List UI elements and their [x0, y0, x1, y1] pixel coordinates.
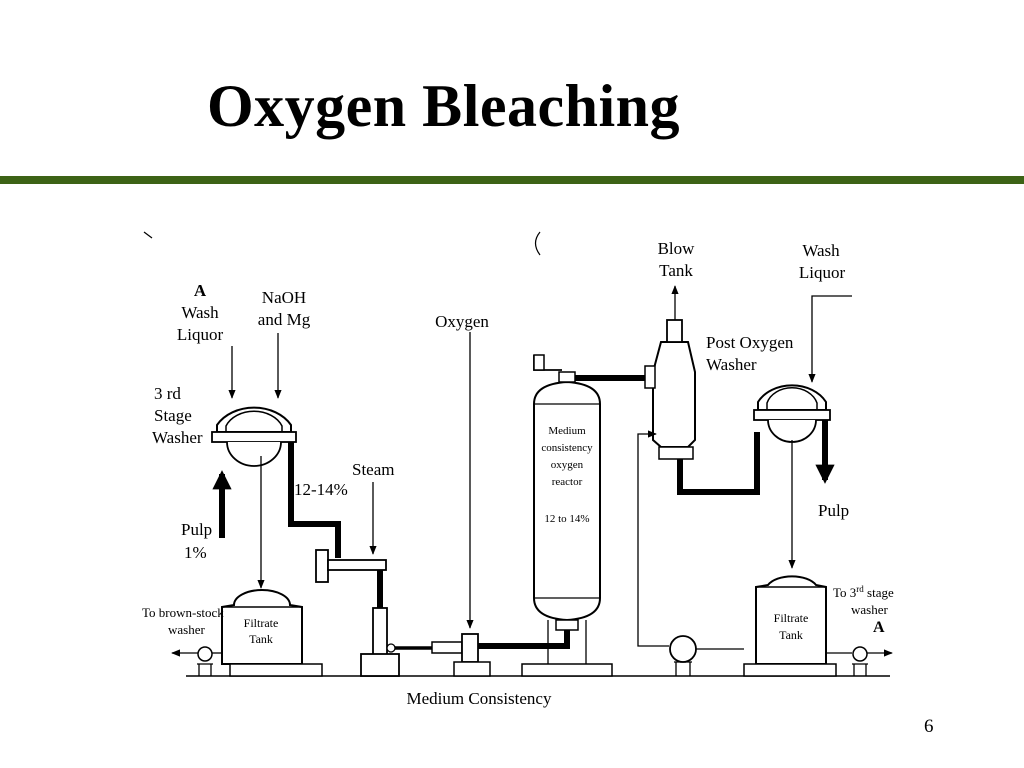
thick-pulp-line-to-reactor	[478, 630, 570, 649]
label-pulp-1pct: Pulp	[181, 520, 212, 539]
label-post-oxygen-washer: Washer	[706, 355, 757, 374]
label-filtrate-tank-right: Filtrate	[774, 611, 809, 625]
steam-mixer	[315, 549, 400, 677]
label-to-third-stage-washer: To 3rd stage	[833, 584, 894, 600]
label-wash-liquor-left: Liquor	[177, 325, 224, 344]
blow-tank	[644, 319, 696, 460]
arrow-wash-liquor-right	[808, 295, 852, 383]
label-marker-a-left: A	[194, 281, 207, 300]
label-third-stage-washer: Washer	[152, 428, 203, 447]
label-third-stage-washer: 3 rd	[154, 384, 181, 403]
label-reactor: oxygen	[551, 459, 584, 471]
label-naoh-mg: NaOH	[262, 288, 306, 307]
scan-mark	[534, 231, 541, 256]
third-stage-washer	[211, 406, 297, 467]
pipe-coupling	[431, 641, 463, 654]
label-consistency-12-14: 12-14%	[294, 480, 348, 499]
label-reactor: Medium	[548, 425, 586, 437]
oxygen-mixer	[453, 633, 491, 677]
label-pulp-out: Pulp	[818, 501, 849, 520]
scan-mark	[143, 231, 153, 239]
label-filtrate-tank-left: Filtrate	[244, 616, 279, 630]
label-medium-consistency: Medium Consistency	[407, 689, 552, 708]
label-third-stage-washer: Stage	[154, 406, 192, 425]
dilution-return-line	[637, 430, 669, 647]
label-wash-liquor-left: Wash	[181, 303, 219, 322]
label-pulp-1pct: 1%	[184, 543, 207, 562]
title-divider	[0, 176, 1024, 184]
label-reactor: consistency	[541, 442, 593, 454]
filtrate-tank-left	[221, 589, 323, 677]
label-post-oxygen-washer: Post Oxygen	[706, 333, 794, 352]
label-wash-liquor-right: Wash	[802, 241, 840, 260]
label-filtrate-tank-left: Tank	[249, 632, 273, 646]
label-filtrate-tank-right: Tank	[779, 628, 803, 642]
left-pump	[171, 646, 222, 676]
label-to-brown-stock-washer: washer	[168, 622, 205, 637]
label-blow-tank: Tank	[659, 261, 693, 280]
post-oxygen-washer	[753, 384, 831, 443]
right-pump	[826, 646, 893, 676]
label-oxygen: Oxygen	[435, 312, 489, 331]
thick-line-blow-tank-to-post-washer	[677, 432, 760, 495]
page-number: 6	[924, 716, 934, 737]
filtrate-tank-right	[743, 575, 837, 677]
oxygen-reactor	[521, 354, 613, 677]
label-to-third-stage-washer: washer	[851, 602, 888, 617]
center-pump	[669, 635, 744, 676]
label-reactor: reactor	[552, 476, 583, 488]
label-wash-liquor-right: Liquor	[799, 263, 846, 282]
label-marker-a-right: A	[873, 619, 885, 636]
label-steam: Steam	[352, 460, 395, 479]
label-reactor: 12 to 14%	[544, 513, 589, 525]
pipe-valve	[386, 643, 396, 653]
slide-title: Oxygen Bleaching	[207, 73, 681, 139]
label-to-brown-stock-washer: To brown-stock	[142, 605, 224, 620]
label-blow-tank: Blow	[658, 239, 696, 258]
thick-pulp-line-washer-to-mixer	[288, 442, 341, 558]
label-naoh-mg: and Mg	[258, 310, 311, 329]
